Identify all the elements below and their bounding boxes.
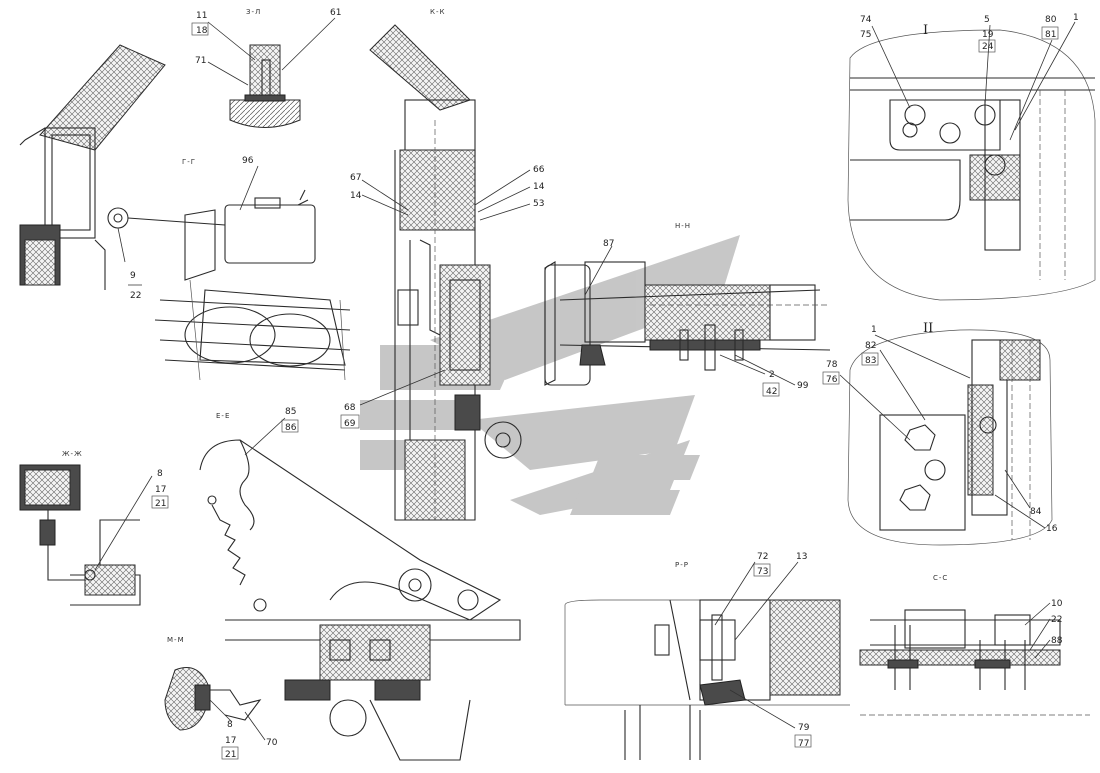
- callout-9: 9: [130, 271, 136, 281]
- callout-19: 19: [982, 30, 994, 40]
- view-II: [847, 329, 1053, 546]
- callout-1-b: 1: [871, 325, 877, 335]
- callout-2: 2: [769, 370, 775, 380]
- callout-18: 18: [196, 26, 208, 36]
- callout-53: 53: [533, 199, 544, 209]
- callout-87: 87: [603, 239, 614, 249]
- callout-88: 88: [1051, 636, 1063, 646]
- callout-8-a: 8: [157, 469, 163, 479]
- section-label-rr: Р-Р: [675, 561, 689, 569]
- callout-67: 67: [350, 173, 361, 183]
- section-label-mm: М-М: [167, 636, 185, 644]
- section-kk: [369, 24, 522, 521]
- callout-73: 73: [757, 567, 768, 577]
- callout-16: 16: [1046, 524, 1058, 534]
- callout-14-b: 14: [533, 182, 545, 192]
- detail-zhzh: [19, 464, 141, 606]
- callout-1-a: 1: [1073, 13, 1079, 23]
- callout-10: 10: [1051, 599, 1063, 609]
- callout-75: 75: [860, 30, 871, 40]
- callout-80: 80: [1045, 15, 1057, 25]
- view-label-II: II: [923, 321, 933, 336]
- callout-83: 83: [865, 356, 876, 366]
- view-label-I: I: [923, 23, 928, 38]
- callout-8-b: 8: [227, 720, 233, 730]
- section-label-kk: К-К: [430, 8, 445, 16]
- callout-11: 11: [196, 11, 207, 21]
- callout-82: 82: [865, 341, 876, 351]
- callout-84: 84: [1030, 507, 1042, 517]
- callout-24: 24: [982, 42, 994, 52]
- callout-74: 74: [860, 15, 872, 25]
- callout-14-a: 14: [350, 191, 362, 201]
- section-label-zz: З-Л: [246, 8, 261, 16]
- section-rr: [564, 599, 850, 760]
- callout-21-b: 21: [225, 750, 236, 760]
- callout-79: 79: [798, 723, 810, 733]
- assembly-gg: [19, 44, 351, 381]
- section-ss: [859, 609, 1090, 716]
- callout-76: 76: [826, 375, 838, 385]
- callout-72: 72: [757, 552, 768, 562]
- callout-17-a: 17: [155, 485, 166, 495]
- callout-96: 96: [242, 156, 254, 166]
- callout-99: 99: [797, 381, 809, 391]
- callout-17-b: 17: [225, 736, 236, 746]
- callout-22-a: 22: [130, 291, 141, 301]
- callout-77: 77: [798, 739, 809, 749]
- callout-81: 81: [1045, 30, 1056, 40]
- callout-68: 68: [344, 403, 356, 413]
- section-label-gg: Г-Г: [182, 158, 196, 166]
- callout-21-a: 21: [155, 499, 166, 509]
- callout-13: 13: [796, 552, 807, 562]
- callout-5: 5: [984, 15, 990, 25]
- section-label-ss: С-С: [933, 574, 948, 582]
- section-label-nn: Н-Н: [675, 222, 691, 230]
- callout-22-b: 22: [1051, 615, 1062, 625]
- callout-66: 66: [533, 165, 545, 175]
- callout-85: 85: [285, 407, 296, 417]
- detail-mm: [164, 667, 262, 731]
- section-label-ee: Е-Е: [216, 412, 230, 420]
- callout-61: 61: [330, 8, 341, 18]
- view-I: [847, 29, 1096, 301]
- callout-42: 42: [766, 387, 777, 397]
- callout-69: 69: [344, 419, 356, 429]
- callout-70: 70: [266, 738, 278, 748]
- section-label-zhzh: Ж-Ж: [62, 450, 83, 458]
- assembly-ee: [199, 439, 521, 761]
- detail-zz: [229, 44, 301, 128]
- callout-86: 86: [285, 423, 297, 433]
- section-nn: [544, 261, 831, 386]
- callout-71: 71: [195, 56, 206, 66]
- callout-78: 78: [826, 360, 838, 370]
